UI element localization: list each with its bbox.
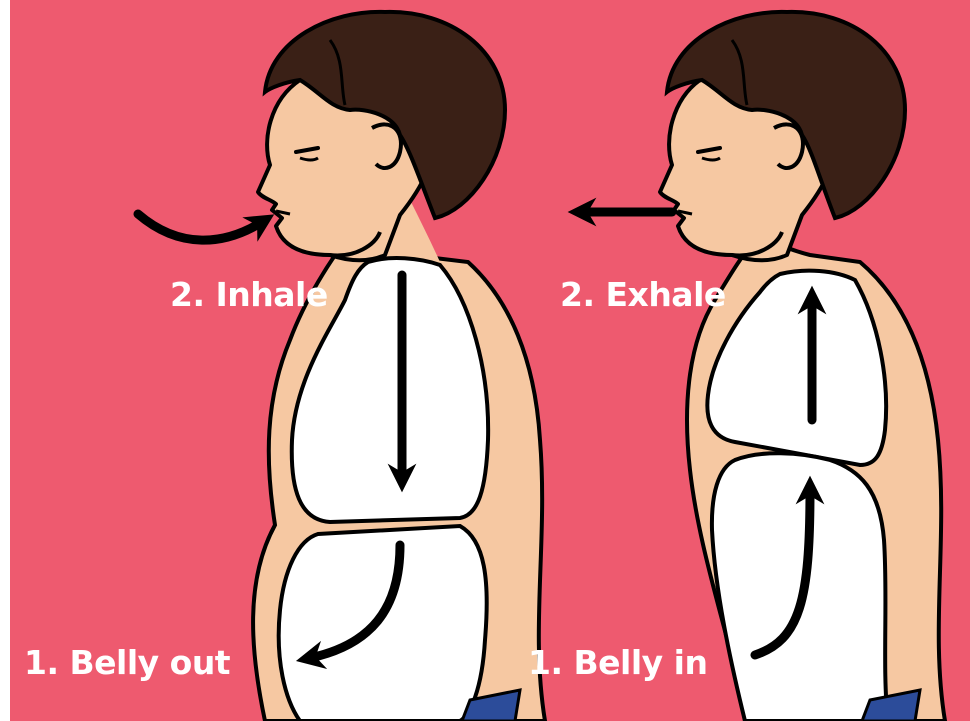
belly-in-label: 1. Belly in bbox=[528, 646, 707, 679]
left-ear bbox=[372, 124, 401, 168]
exhale-label: 2. Exhale bbox=[560, 278, 726, 311]
left-belly-cavity bbox=[279, 526, 487, 721]
right-ear bbox=[774, 124, 803, 168]
belly-out-label: 1. Belly out bbox=[24, 646, 230, 679]
inhale-label: 2. Inhale bbox=[170, 278, 328, 311]
